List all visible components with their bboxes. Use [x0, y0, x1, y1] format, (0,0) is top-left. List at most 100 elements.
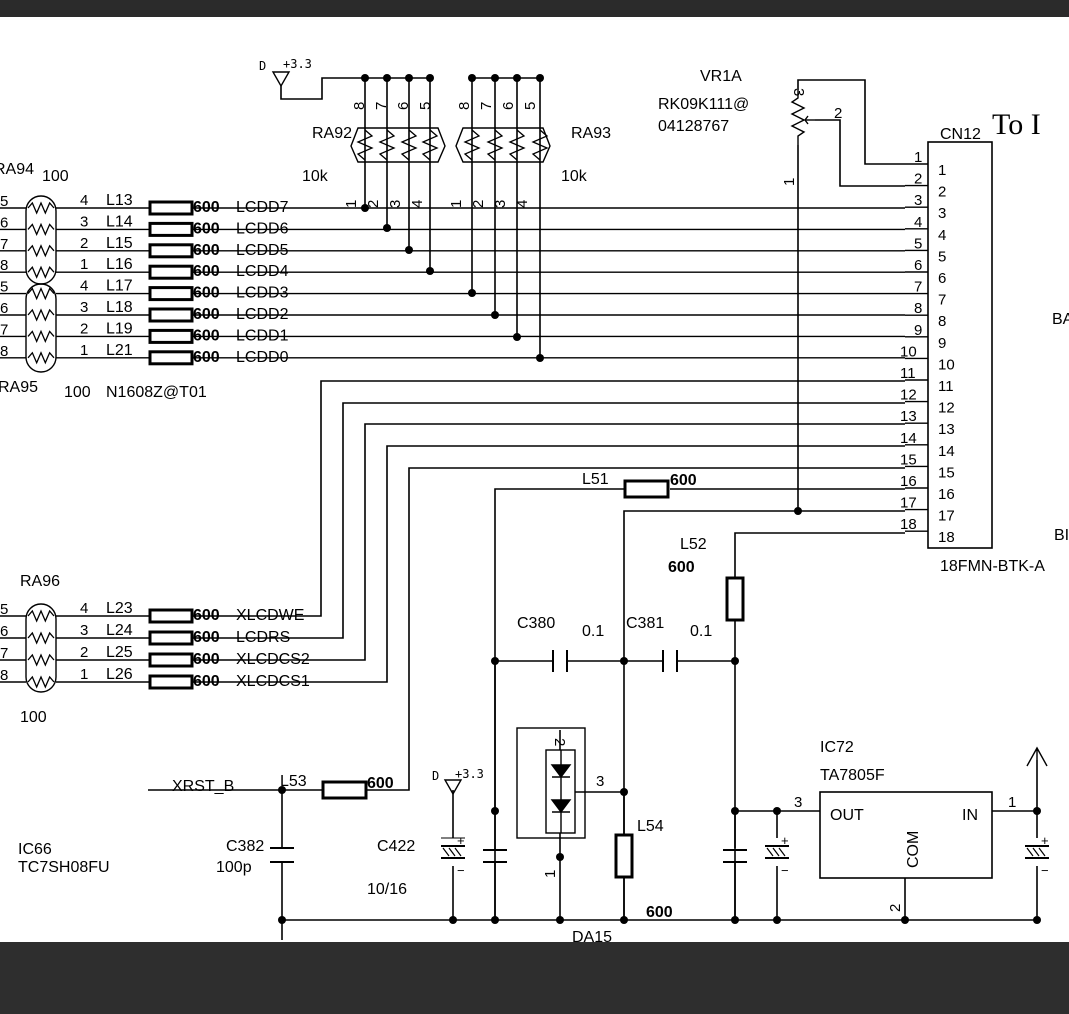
- svg-text:−: −: [781, 863, 789, 878]
- ctrl-row-ferrite-value-3: 600: [193, 673, 220, 690]
- data-row-ferrite-4: [148, 286, 194, 302]
- ic72-pin-in: 1: [1008, 794, 1016, 811]
- ic66-part: TC7SH08FU: [18, 859, 110, 876]
- vcc-top-d: D: [259, 59, 266, 73]
- pack0-bot-pin-2: 3: [387, 200, 404, 208]
- ctrl-row-lname-2: L25: [106, 644, 133, 661]
- data-row-lpin-5: 6: [0, 300, 8, 317]
- data-row-resistor-4: [27, 286, 55, 301]
- c381-value: 0.1: [690, 623, 712, 640]
- c422-value: 10/16: [367, 881, 407, 898]
- ra92-label: RA92: [312, 125, 352, 142]
- cn12-outer-pin-4: 5: [914, 235, 922, 252]
- c422-label: C422: [377, 838, 415, 855]
- pack0-top-pin-2: 6: [395, 102, 412, 110]
- data-row-lpin-2: 7: [0, 236, 8, 253]
- svg-text:+: +: [781, 833, 789, 848]
- cn12-inner-pin-6: 7: [938, 292, 946, 309]
- vr1a-pin3: 3: [790, 88, 807, 96]
- cn12-outer-pin-3: 4: [914, 214, 922, 231]
- ctrl-row-rpin-2: 2: [80, 644, 88, 661]
- ctrl-row-lname-0: L23: [106, 600, 133, 617]
- pullup-resistor-0: [356, 129, 374, 161]
- vr1a-part: RK09K111@: [658, 96, 749, 113]
- cn12-side-b: BI: [1054, 527, 1069, 544]
- cn12-inner-pin-0: 1: [938, 162, 946, 179]
- cn12-inner-pin-13: 14: [938, 443, 955, 460]
- bottom-dark-bar: [0, 942, 1069, 1014]
- cn12-destination: To I: [992, 108, 1041, 141]
- data-row-lpin-3: 8: [0, 257, 8, 274]
- data-row-lpin-6: 7: [0, 321, 8, 338]
- cn12-outer-pin-13: 14: [900, 430, 917, 447]
- pullup-resistor-6: [508, 129, 526, 161]
- l54-value: 600: [646, 904, 673, 921]
- data-row-lpin-7: 8: [0, 343, 8, 360]
- data-row-lname-4: L17: [106, 278, 133, 295]
- data-row-lname-1: L14: [106, 213, 133, 230]
- ctrl-row-ferrite-value-0: 600: [193, 607, 220, 624]
- data-row-rpin-0: 4: [80, 192, 88, 209]
- ic72-out-label: OUT: [830, 807, 864, 824]
- cn12-connector-body: [927, 141, 993, 549]
- l52-value: 600: [668, 559, 695, 576]
- cn12-outer-pin-16: 17: [900, 495, 917, 512]
- data-row-resistor-6: [27, 329, 55, 344]
- ctrl-row-lpin-1: 6: [0, 623, 8, 640]
- pack1-top-pin-0: 8: [456, 102, 473, 110]
- ctrl-row-net-0: XLCDWE: [236, 607, 304, 624]
- ra96-pack: [25, 603, 57, 693]
- data-row-lname-0: L13: [106, 192, 133, 209]
- cn12-inner-pin-5: 6: [938, 270, 946, 287]
- da15-pin1: 1: [542, 870, 559, 878]
- data-row-resistor-5: [27, 308, 55, 322]
- data-row-resistor-2: [27, 244, 55, 258]
- xrst-net-label: XRST_B: [172, 778, 234, 795]
- l51-label: L51: [582, 471, 609, 488]
- ra96-label: RA96: [20, 573, 60, 590]
- ctrl-row-net-3: XLCDCS1: [236, 673, 310, 690]
- l54-label: L54: [637, 818, 664, 835]
- data-row-rpin-4: 4: [80, 278, 88, 295]
- data-row-resistor-3: [27, 265, 55, 279]
- vr1a-potentiometer: [790, 90, 815, 145]
- ic72-pin-com: 2: [887, 904, 904, 912]
- cn12-outer-pin-14: 15: [900, 451, 917, 468]
- ctrl-row-resistor-3: [27, 675, 55, 689]
- cn12-inner-pin-15: 16: [938, 486, 955, 503]
- data-row-ferrite-6: [148, 328, 194, 344]
- data-row-lpin-1: 6: [0, 214, 8, 231]
- ic72-regulator-body: [819, 791, 993, 879]
- ctrl-row-rpin-3: 1: [80, 666, 88, 683]
- cn12-outer-pin-0: 1: [914, 149, 922, 166]
- cn12-inner-pin-1: 2: [938, 184, 946, 201]
- vr1a-pin2: 2: [834, 105, 842, 122]
- cn12-inner-pin-11: 12: [938, 400, 955, 417]
- l52-label: L52: [680, 536, 707, 553]
- cn12-outer-pin-17: 18: [900, 516, 917, 533]
- cn12-inner-pin-3: 4: [938, 227, 946, 244]
- pack0-bot-pin-0: 1: [343, 200, 360, 208]
- ctrl-row-lpin-3: 8: [0, 667, 8, 684]
- pullup-resistor-4: [463, 129, 481, 161]
- vcc-top-symbol: [271, 71, 291, 88]
- ic72-in-label: IN: [962, 807, 978, 824]
- vr1a-pin1: 1: [781, 178, 798, 186]
- cn12-inner-pin-8: 9: [938, 335, 946, 352]
- l51-ferrite: [623, 479, 670, 499]
- vcc-mid-d: D: [432, 769, 439, 783]
- vr1a-code: 04128767: [658, 118, 729, 135]
- c381-label: C381: [626, 615, 664, 632]
- data-row-lname-5: L18: [106, 299, 133, 316]
- cn12-inner-pin-10: 11: [938, 378, 954, 395]
- ctrl-row-resistor-2: [27, 653, 55, 667]
- ic72-pin-out: 3: [794, 794, 802, 811]
- svg-text:−: −: [457, 863, 465, 878]
- da15-pin2: 2: [551, 738, 568, 746]
- pack1-top-pin-3: 5: [522, 102, 539, 110]
- cn12-outer-pin-5: 6: [914, 257, 922, 274]
- ctrl-row-ferrite-2: [148, 652, 194, 668]
- cn12-inner-pin-7: 8: [938, 313, 946, 330]
- ctrl-row-net-1: LCDRS: [236, 629, 290, 646]
